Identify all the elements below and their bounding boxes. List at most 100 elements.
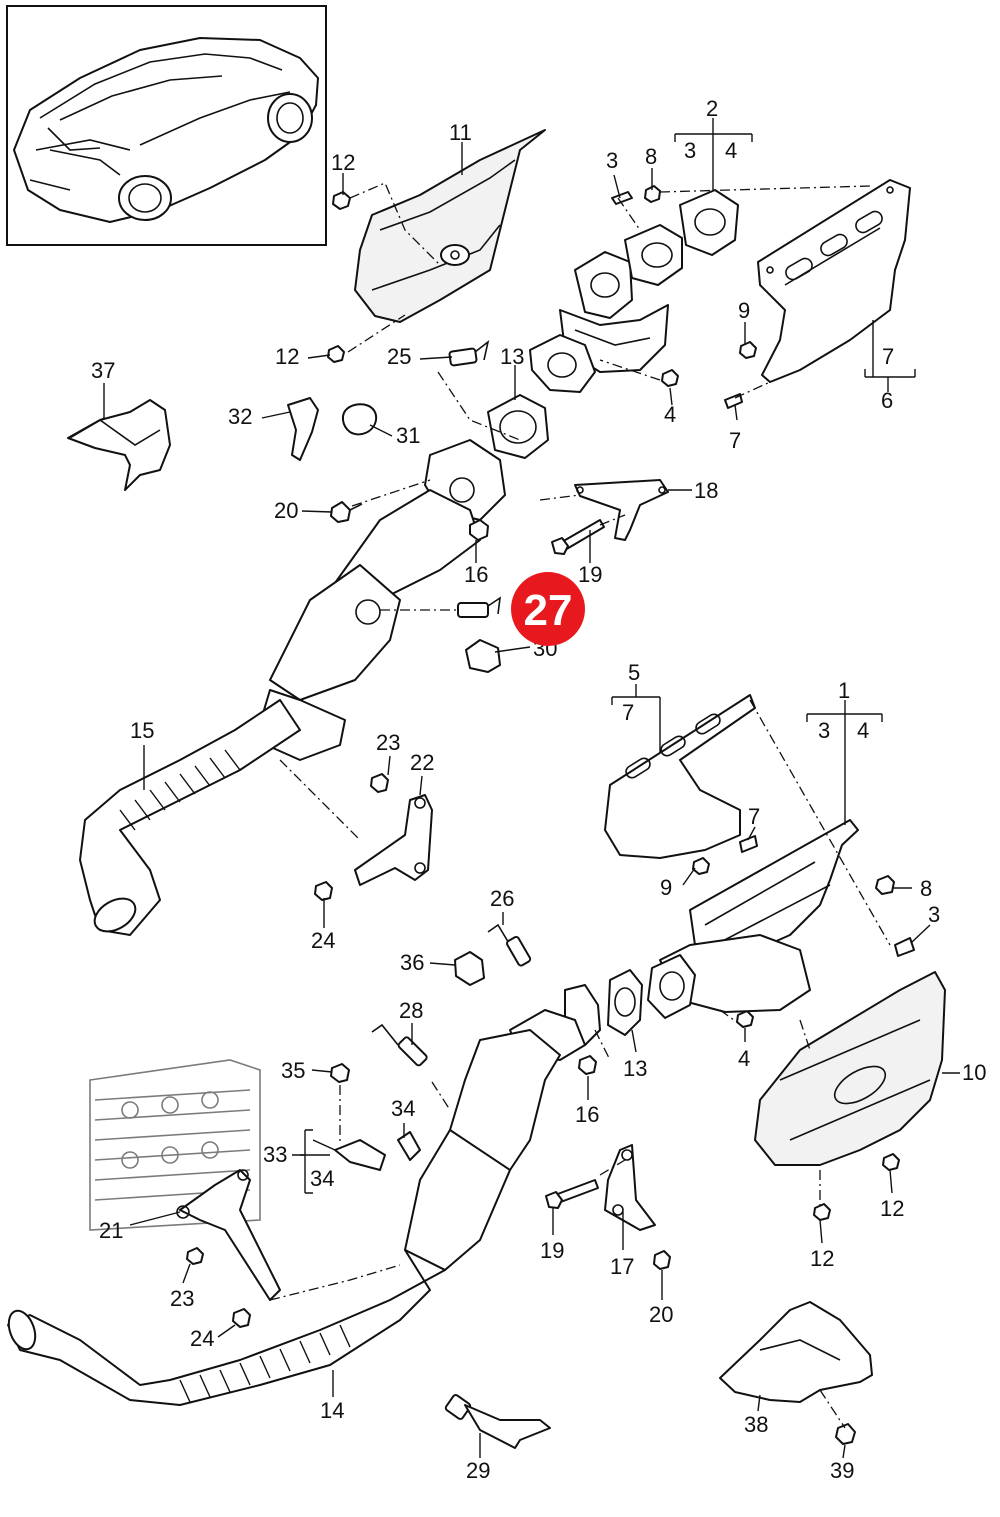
callout-7: 7 <box>748 804 760 829</box>
gasket-lower <box>607 969 643 1036</box>
callout-8: 8 <box>920 876 932 901</box>
callout-10: 10 <box>962 1060 986 1085</box>
bracket-38 <box>719 1301 873 1445</box>
callout-32: 32 <box>228 404 252 429</box>
callout-2: 2 <box>706 96 718 121</box>
callout-13: 13 <box>623 1056 647 1081</box>
callout-labels: 2 3 4 3 8 11 12 12 9 7 6 4 7 25 13 37 32… <box>91 96 986 1483</box>
hotspot-27[interactable]: 27 <box>511 572 585 646</box>
clamp-30 <box>465 639 501 673</box>
bolt-9-upper <box>739 341 757 359</box>
callout-25: 25 <box>387 344 411 369</box>
vehicle-inset <box>6 5 327 246</box>
callout-7: 7 <box>882 344 894 369</box>
hotspot-27-badge[interactable] <box>511 572 585 646</box>
bracket-22 <box>354 794 433 886</box>
clamp-36 <box>454 951 485 986</box>
callout-4: 4 <box>664 402 676 427</box>
callout-3: 3 <box>606 148 618 173</box>
small-hardware-upper <box>327 185 757 409</box>
nut-16-upper <box>469 519 489 541</box>
callout-24: 24 <box>190 1326 214 1351</box>
callout-14: 14 <box>320 1398 344 1423</box>
bolt-12b <box>327 345 345 363</box>
manifold-heat-shield-lower <box>604 694 756 859</box>
callout-23: 23 <box>376 730 400 755</box>
callout-26: 26 <box>490 886 514 911</box>
callout-16: 16 <box>575 1102 599 1127</box>
callout-3: 3 <box>928 902 940 927</box>
oxygen-sensor-27 <box>457 596 502 618</box>
callout-7: 7 <box>622 700 634 725</box>
bracket-17 <box>604 1144 656 1231</box>
callout-4: 4 <box>857 718 869 743</box>
callout-38: 38 <box>744 1412 768 1437</box>
callout-1: 1 <box>838 678 850 703</box>
leader-lines <box>69 118 960 1459</box>
exhaust-pipe-right-14 <box>7 1249 446 1406</box>
callout-31: 31 <box>396 423 420 448</box>
callout-5: 5 <box>628 660 640 685</box>
catalytic-converter-lower <box>404 984 601 1271</box>
assembly-lines <box>269 182 891 1429</box>
hotspot-27-label[interactable]: 27 <box>524 586 573 635</box>
callout-3: 3 <box>818 718 830 743</box>
sealant-tube-29 <box>444 1394 551 1449</box>
bracket-33-34 <box>330 1063 421 1171</box>
callout-16: 16 <box>464 562 488 587</box>
callout-17: 17 <box>610 1254 634 1279</box>
callout-7: 7 <box>729 428 741 453</box>
callout-13: 13 <box>500 344 524 369</box>
exhaust-manifold-lower <box>647 819 859 1019</box>
clamps-31-32 <box>287 397 378 461</box>
callout-39: 39 <box>830 1458 854 1483</box>
callout-15: 15 <box>130 718 154 743</box>
callout-29: 29 <box>466 1458 490 1483</box>
callout-22: 22 <box>410 750 434 775</box>
callout-23: 23 <box>170 1286 194 1311</box>
callout-12: 12 <box>331 150 355 175</box>
heat-shield-lower-right <box>754 971 946 1166</box>
nut-8-upper <box>644 185 661 203</box>
oxygen-sensor-26 <box>487 923 532 967</box>
callout-21: 21 <box>99 1218 123 1243</box>
gasket-upper <box>487 394 549 459</box>
clip-7-upper <box>724 393 743 409</box>
callout-12: 12 <box>275 344 299 369</box>
oxygen-sensor-upper <box>448 340 490 367</box>
callout-37: 37 <box>91 358 115 383</box>
callout-18: 18 <box>694 478 718 503</box>
callout-12: 12 <box>810 1246 834 1271</box>
callout-4: 4 <box>725 138 737 163</box>
callout-19: 19 <box>578 562 602 587</box>
callout-9: 9 <box>660 875 672 900</box>
catalytic-converter-upper <box>254 439 506 761</box>
heat-shield-upper-left <box>354 129 546 323</box>
callout-36: 36 <box>400 950 424 975</box>
callout-33: 33 <box>263 1142 287 1167</box>
exhaust-manifold-upper <box>529 189 739 393</box>
bolt-4-upper <box>661 369 679 387</box>
callout-34: 34 <box>391 1096 415 1121</box>
clip-3-upper <box>611 191 633 205</box>
bracket-21 <box>176 1169 281 1301</box>
callout-20: 20 <box>274 498 298 523</box>
engine-block-outline <box>89 1059 261 1231</box>
bolt-12a <box>332 191 351 210</box>
callout-4: 4 <box>738 1046 750 1071</box>
oxygen-sensor-28 <box>371 1023 428 1067</box>
callout-6: 6 <box>881 388 893 413</box>
callout-9: 9 <box>738 298 750 323</box>
callout-11: 11 <box>449 120 472 145</box>
exhaust-pipe-left-15 <box>79 699 301 936</box>
callout-24: 24 <box>311 928 335 953</box>
callout-12: 12 <box>880 1196 904 1221</box>
manifold-heat-shield-upper-right <box>757 179 911 383</box>
bracket-37 <box>67 399 171 491</box>
callout-19: 19 <box>540 1238 564 1263</box>
bolt-20-upper <box>330 501 363 523</box>
callout-35: 35 <box>281 1058 305 1083</box>
callout-3: 3 <box>684 138 696 163</box>
callout-28: 28 <box>399 998 423 1023</box>
